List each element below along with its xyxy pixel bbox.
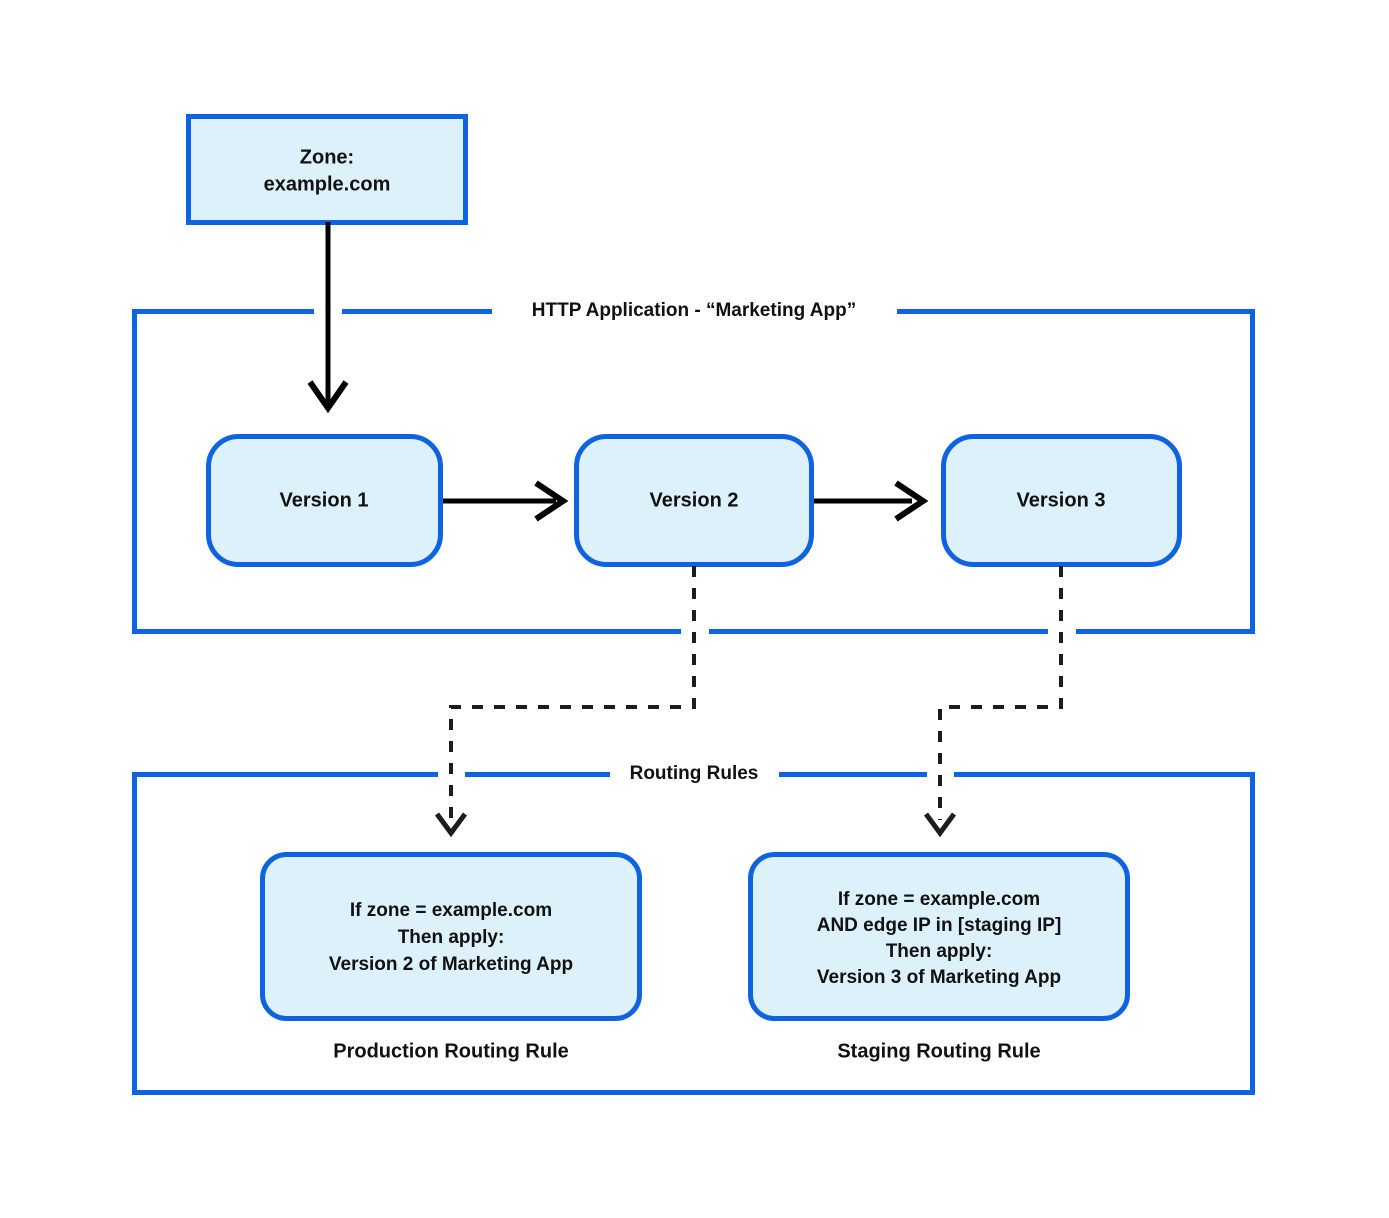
version-2-node[interactable]: Version 2	[574, 434, 814, 567]
edge-version3-to-staging-rule	[923, 566, 1063, 838]
version-1-label: Version 1	[280, 489, 369, 511]
edge-version2-to-production-rule	[434, 566, 696, 838]
production-rule-line-3: Version 2 of Marketing App	[329, 954, 573, 975]
production-routing-rule-caption: Production Routing Rule	[333, 1040, 569, 1062]
production-routing-rule-node[interactable]: If zone = example.com Then apply: Versio…	[260, 852, 642, 1021]
production-routing-rule-shape[interactable]	[260, 852, 642, 1021]
staging-rule-line-3: Then apply:	[886, 941, 993, 962]
version-2-node-shape[interactable]	[574, 434, 814, 567]
version-3-node-shape[interactable]	[941, 434, 1182, 567]
zone-node-line1: Zone:	[300, 146, 354, 168]
http-application-group-label: HTTP Application - “Marketing App”	[532, 300, 856, 321]
staging-routing-rule-caption: Staging Routing Rule	[837, 1040, 1040, 1062]
staging-routing-rule-shape[interactable]	[748, 852, 1130, 1021]
version-3-node[interactable]: Version 3	[941, 434, 1182, 567]
staging-rule-line-2: AND edge IP in [staging IP]	[817, 915, 1062, 936]
version-1-node[interactable]: Version 1	[206, 434, 443, 567]
production-rule-line-1: If zone = example.com	[350, 900, 552, 921]
http-application-group-border	[132, 309, 1255, 634]
staging-rule-line-4: Version 3 of Marketing App	[817, 967, 1061, 988]
version-1-node-shape[interactable]	[206, 434, 443, 567]
zone-node-shape[interactable]	[186, 114, 468, 225]
routing-rules-group-border	[132, 772, 1255, 1095]
zone-node[interactable]: Zone: example.com	[186, 114, 468, 225]
production-rule-line-2: Then apply:	[398, 927, 505, 948]
edge-zone-to-version1	[307, 222, 349, 414]
version-2-label: Version 2	[650, 489, 739, 511]
version-3-label: Version 3	[1017, 489, 1106, 511]
staging-routing-rule-node[interactable]: If zone = example.com AND edge IP in [st…	[748, 852, 1130, 1021]
staging-rule-line-1: If zone = example.com	[838, 889, 1040, 910]
zone-node-line2: example.com	[264, 173, 391, 195]
routing-rules-group-label: Routing Rules	[630, 763, 759, 784]
edge-version2-to-version3	[814, 480, 929, 522]
edge-version1-to-version2	[443, 480, 569, 522]
